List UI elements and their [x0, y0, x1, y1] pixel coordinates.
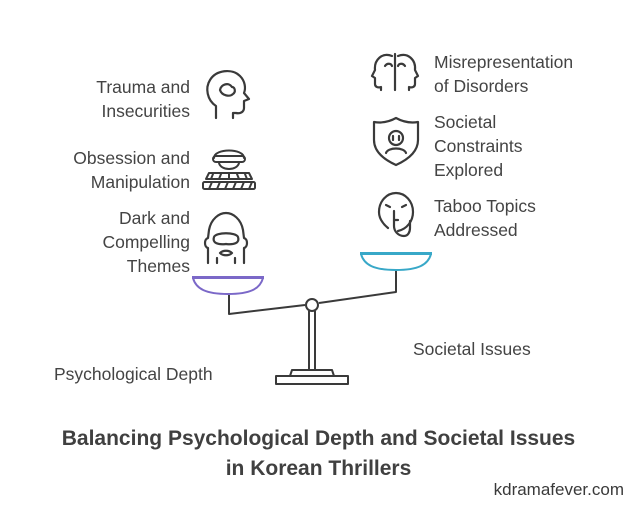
- right-pan: [360, 252, 432, 272]
- shield-person-icon: [372, 116, 420, 167]
- head-profile-icon: [206, 70, 251, 120]
- two-faces-icon: [370, 52, 420, 92]
- scale-stand: [275, 311, 349, 385]
- right-item-label-taboo: Taboo Topics Addressed: [434, 196, 536, 240]
- masked-figure-icon: [202, 149, 256, 190]
- right-item-label-misrepresentation: Misrepresentation of Disorders: [434, 52, 574, 96]
- scale-beam: [228, 271, 397, 315]
- left-item-label-dark-themes: Dark and Compelling Themes: [102, 208, 190, 276]
- source-credit: kdramafever.com: [493, 480, 624, 499]
- left-side-label: Psychological Depth: [54, 364, 213, 384]
- right-item-label-societal-constraints: Societal Constraints Explored: [434, 112, 523, 180]
- right-side-label: Societal Issues: [413, 339, 531, 359]
- ski-mask-icon: [203, 211, 249, 265]
- diagram-title: Balancing Psychological Depth and Societ…: [61, 427, 576, 480]
- left-item-label-trauma: Trauma and Insecurities: [96, 77, 190, 121]
- left-item-label-obsession: Obsession and Manipulation: [73, 148, 190, 192]
- left-pan: [192, 276, 264, 296]
- shush-icon: [377, 191, 415, 238]
